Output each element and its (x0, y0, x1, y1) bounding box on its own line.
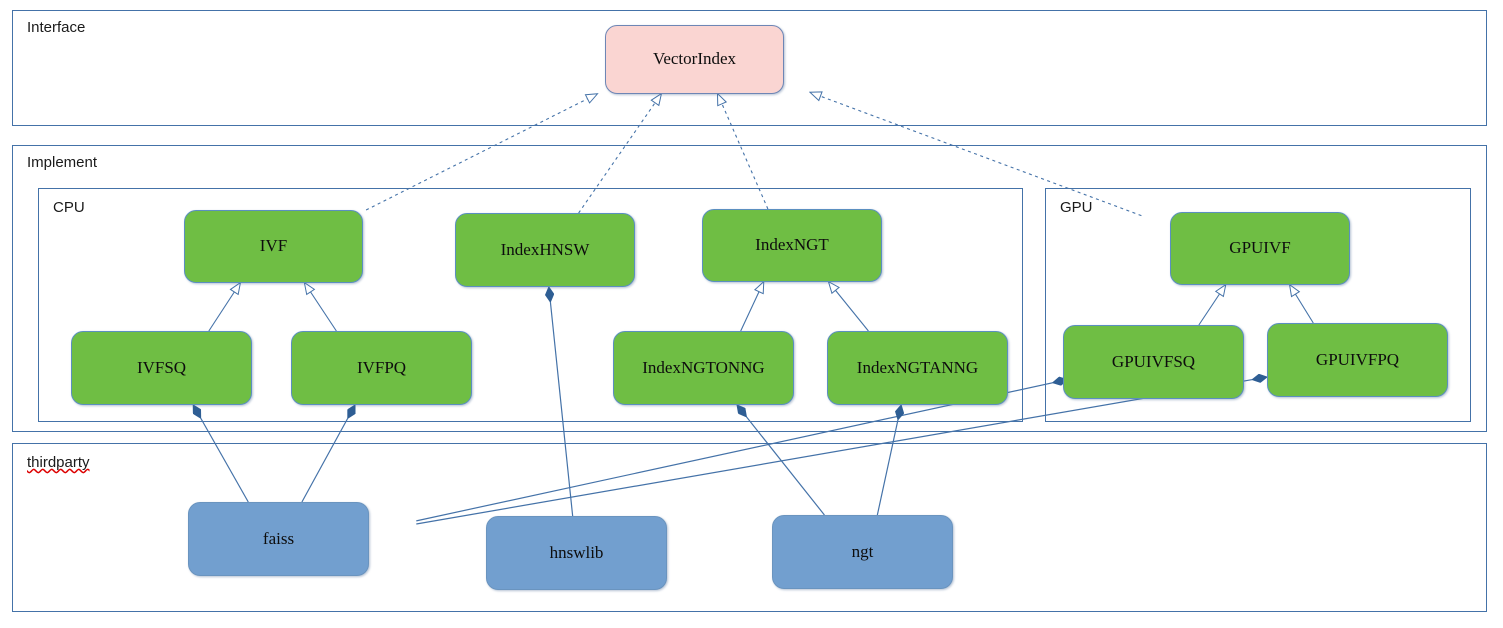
node-vectorindex[interactable]: VectorIndex (605, 25, 784, 94)
node-gpuivfpq-label: GPUIVFPQ (1315, 349, 1400, 369)
group-cpu-label: CPU (53, 199, 85, 216)
node-indexngtanng[interactable]: IndexNGTANNG (827, 331, 1008, 405)
node-ivfsq-label: IVFSQ (136, 357, 187, 377)
group-thirdparty-label: thirdparty (27, 454, 90, 471)
group-gpu-label: GPU (1060, 199, 1093, 216)
node-gpuivfsq-label: GPUIVFSQ (1111, 351, 1196, 371)
node-faiss[interactable]: faiss (188, 502, 369, 576)
node-indexngt[interactable]: IndexNGT (702, 209, 882, 282)
node-ivfsq[interactable]: IVFSQ (71, 331, 252, 405)
node-indexhnsw[interactable]: IndexHNSW (455, 213, 635, 287)
node-vectorindex-label: VectorIndex (652, 49, 737, 69)
node-indexhnsw-label: IndexHNSW (500, 239, 590, 259)
group-implement-label: Implement (27, 154, 98, 171)
node-ivf[interactable]: IVF (184, 210, 363, 283)
group-interface-label: Interface (27, 19, 86, 36)
node-indexngtanng-label: IndexNGTANNG (856, 357, 979, 377)
node-ngt[interactable]: ngt (772, 515, 953, 589)
node-gpuivf-label: GPUIVF (1229, 238, 1291, 258)
node-gpuivf[interactable]: GPUIVF (1170, 212, 1350, 285)
node-indexngt-label: IndexNGT (755, 235, 829, 255)
node-ivf-label: IVF (259, 236, 288, 256)
node-ngt-label: ngt (851, 541, 874, 561)
node-ivfpq-label: IVFPQ (356, 357, 407, 377)
node-faiss-label: faiss (262, 528, 295, 548)
node-gpuivfpq[interactable]: GPUIVFPQ (1267, 323, 1448, 397)
node-hnswlib-label: hnswlib (549, 542, 604, 562)
node-indexngtonng[interactable]: IndexNGTONNG (613, 331, 794, 405)
node-ivfpq[interactable]: IVFPQ (291, 331, 472, 405)
node-hnswlib[interactable]: hnswlib (486, 516, 667, 590)
node-indexngtonng-label: IndexNGTONNG (642, 357, 765, 377)
node-gpuivfsq[interactable]: GPUIVFSQ (1063, 325, 1244, 399)
